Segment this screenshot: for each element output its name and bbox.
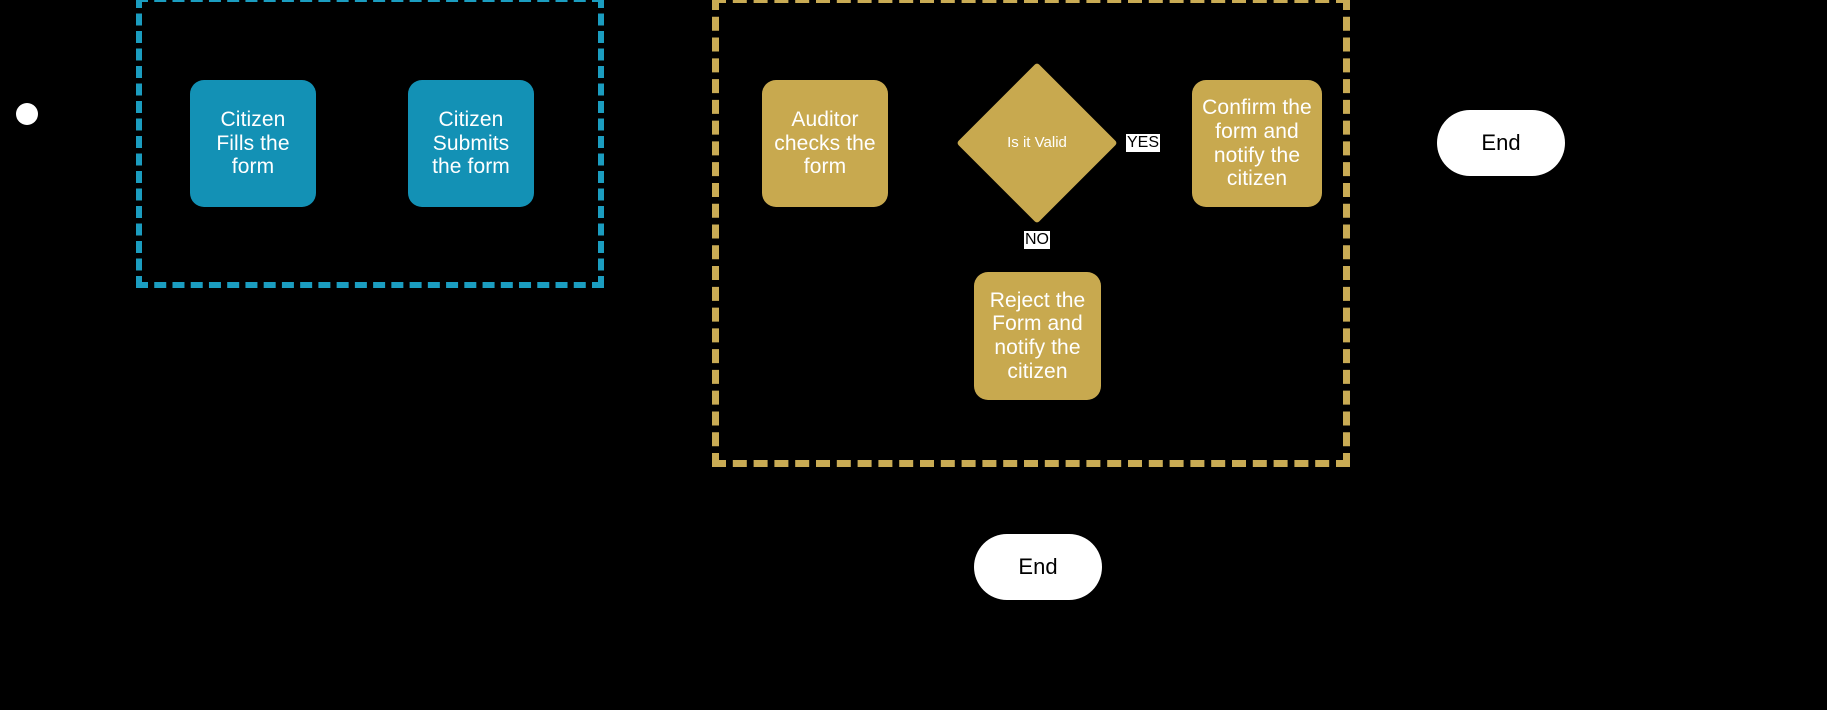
end-event-bottom[interactable]: End (974, 534, 1102, 600)
decision-label: Is it Valid (1007, 133, 1067, 151)
start-event-node[interactable] (16, 103, 38, 125)
task-auditor-checks-the-form[interactable]: Auditor checks the form (762, 80, 888, 207)
task-citizen-fills-the-form[interactable]: Citizen Fills the form (190, 80, 316, 207)
end-event-right[interactable]: End (1437, 110, 1565, 176)
task-confirm-form-and-notify-citizen[interactable]: Confirm the form and notify the citizen (1192, 80, 1322, 207)
edge-label-yes: YES (1126, 134, 1161, 152)
auditor-lane-group[interactable] (712, 0, 1350, 467)
decision-is-it-valid[interactable]: Is it Valid (956, 62, 1118, 224)
task-citizen-submits-the-form[interactable]: Citizen Submits the form (408, 80, 534, 207)
edge-label-no: NO (1024, 231, 1050, 249)
task-reject-form-and-notify-citizen[interactable]: Reject the Form and notify the citizen (974, 272, 1101, 400)
citizen-lane-group[interactable] (136, 0, 604, 288)
